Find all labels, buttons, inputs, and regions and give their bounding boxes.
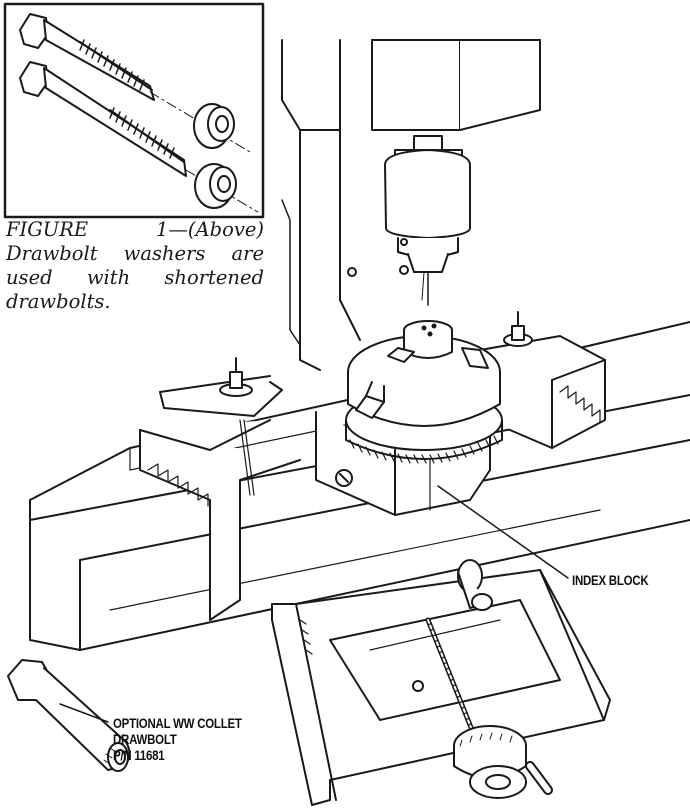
collet-label-line: P/N 11681: [113, 747, 165, 763]
collet-drawbolt-leader: [59, 703, 109, 723]
washer-icon: [194, 163, 237, 209]
collet-drawbolt-label: OPTIONAL WW COLLET DRAWBOLT P/N 11681: [113, 715, 242, 763]
index-block-leader: [437, 485, 569, 579]
drawbolt-icon: [19, 61, 187, 177]
figure-caption: FIGURE 1—(Above) Drawbolt washers are us…: [6, 218, 264, 313]
mill-headstock: [371, 39, 541, 131]
washer-icon: [193, 103, 235, 149]
index-block-label: INDEX BLOCK: [572, 572, 649, 588]
drill-chuck: [384, 135, 471, 306]
cross-slide-table: [271, 559, 611, 806]
drawbolt-icon: [19, 13, 155, 101]
inset-drawbolt-washers: [3, 2, 265, 219]
mill-column: [281, 39, 409, 371]
left-support-block: [139, 357, 301, 621]
collet-label-line: OPTIONAL WW COLLET: [113, 715, 242, 731]
collet-label-line: DRAWBOLT: [113, 731, 177, 747]
handwheel-dial: [453, 725, 553, 799]
right-support-block: [479, 311, 606, 449]
three-jaw-chuck: [347, 320, 501, 427]
ww-collet-drawbolt-icon: [7, 659, 131, 772]
